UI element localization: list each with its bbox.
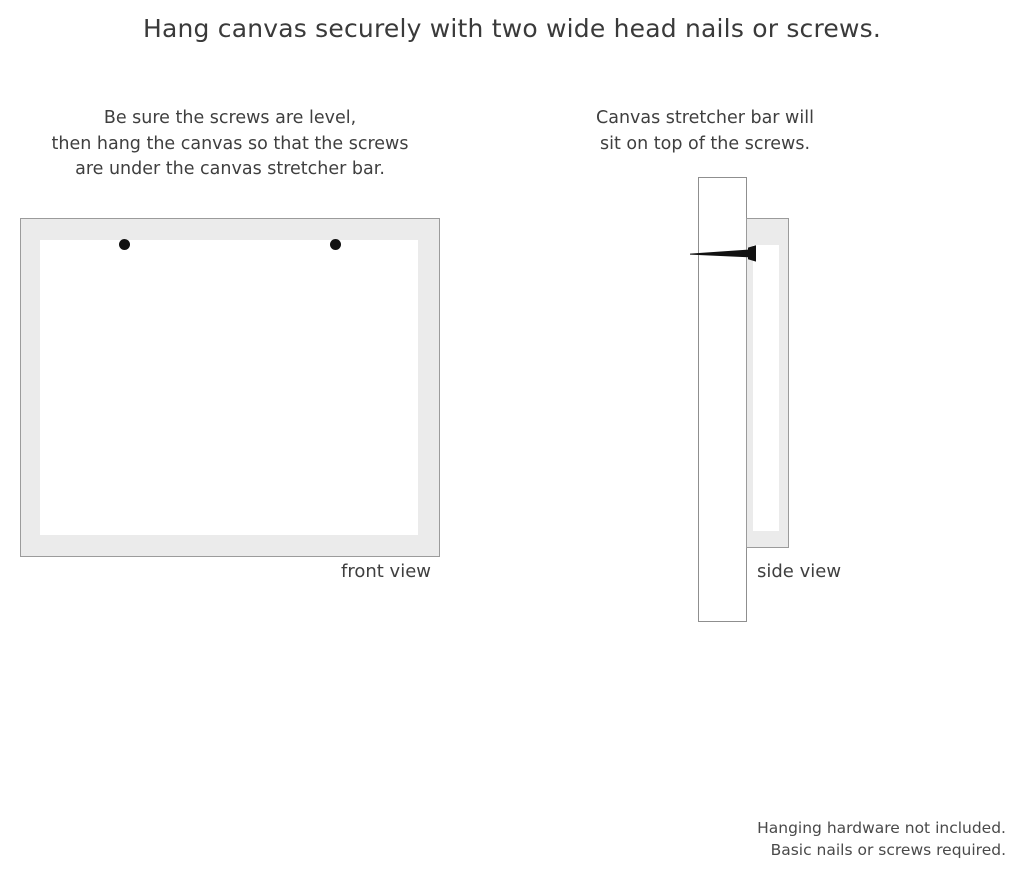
canvas-face-front [40, 240, 418, 535]
side-view-caption: Canvas stretcher bar will sit on top of … [575, 106, 835, 157]
front-view-caption-line-3: are under the canvas stretcher bar. [75, 159, 385, 179]
screw-side-icon [690, 245, 756, 262]
front-view-caption-line-2: then hang the canvas so that the screws [51, 133, 409, 154]
side-view-caption-line-2: sit on top of the screws. [599, 133, 811, 154]
screw-head-right-icon [330, 239, 341, 250]
footer-line-2: Basic nails or screws required. [770, 841, 1006, 859]
side-view-caption-line-1: Canvas stretcher bar will [596, 108, 814, 128]
front-view-label: front view [341, 561, 431, 582]
canvas-stretcher-bar-side [746, 218, 789, 548]
footer-note: Hanging hardware not included. Basic nai… [757, 817, 1006, 861]
front-view-caption: Be sure the screws are level, then hang … [20, 106, 440, 183]
canvas-depth-side [753, 245, 779, 531]
page-title: Hang canvas securely with two wide head … [142, 14, 882, 43]
front-view-illustration [20, 218, 440, 557]
front-view-caption-line-1: Be sure the screws are level, [103, 108, 357, 128]
footer-line-1: Hanging hardware not included. [757, 819, 1006, 837]
side-view-illustration [690, 170, 810, 630]
side-view-label: side view [757, 561, 842, 582]
screw-head-left-icon [119, 239, 130, 250]
